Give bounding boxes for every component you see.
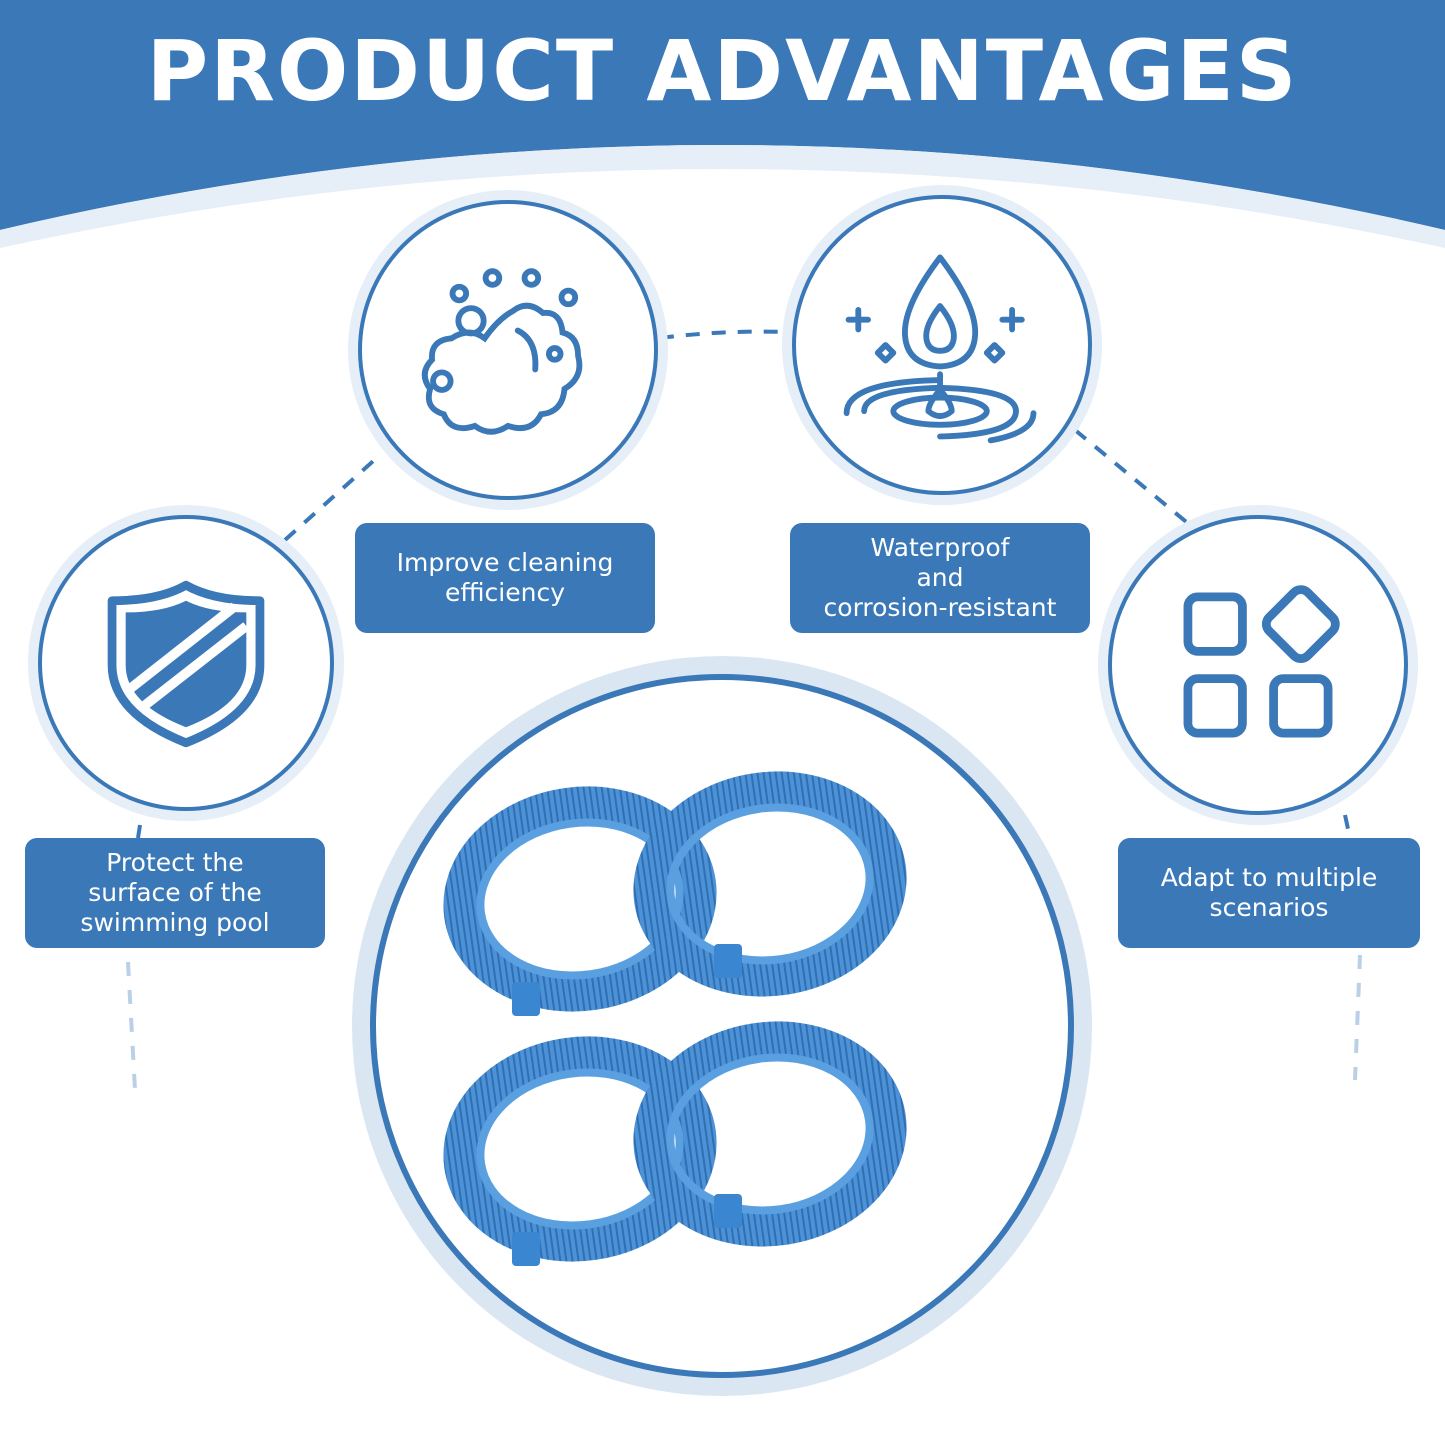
- connector-arc: [136, 329, 1352, 839]
- feature-label-protect-text: Protect the surface of the swimming pool: [80, 848, 270, 937]
- wheel-top-right: [633, 771, 907, 997]
- wheel-top-left: [443, 786, 717, 1016]
- wheel-bottom-left: [443, 1036, 717, 1266]
- feature-circle-cleaning: [358, 200, 658, 500]
- header-banner: [0, 0, 1445, 230]
- foam-bubbles-icon: [421, 268, 583, 435]
- app-grid-icon: [1183, 585, 1340, 738]
- feature-label-cleaning-text: Improve cleaning efficiency: [396, 548, 614, 607]
- brush-ring-wheels-image: [443, 771, 907, 1266]
- feature-label-scenarios-text: Adapt to multiple scenarios: [1160, 863, 1378, 922]
- water-drop-icon: [843, 254, 1037, 444]
- feature-circle-scenarios: [1108, 515, 1408, 815]
- feature-circle-protect: [38, 515, 334, 811]
- wheel-bottom-right: [633, 1021, 907, 1247]
- shield-icon: [107, 580, 265, 748]
- feature-label-waterproof: Waterproof and corrosion-resistant: [790, 523, 1090, 633]
- feature-label-protect: Protect the surface of the swimming pool: [25, 838, 325, 948]
- fade-lines: [126, 954, 1362, 1091]
- feature-label-cleaning: Improve cleaning efficiency: [355, 523, 655, 633]
- page-title: PRODUCT ADVANTAGES: [146, 22, 1299, 120]
- feature-label-waterproof-text: Waterproof and corrosion-resistant: [823, 533, 1057, 622]
- product-circle: [370, 674, 1074, 1378]
- header-wave-shadow: [0, 145, 1445, 248]
- feature-circle-waterproof: [792, 195, 1092, 495]
- feature-label-scenarios: Adapt to multiple scenarios: [1118, 838, 1420, 948]
